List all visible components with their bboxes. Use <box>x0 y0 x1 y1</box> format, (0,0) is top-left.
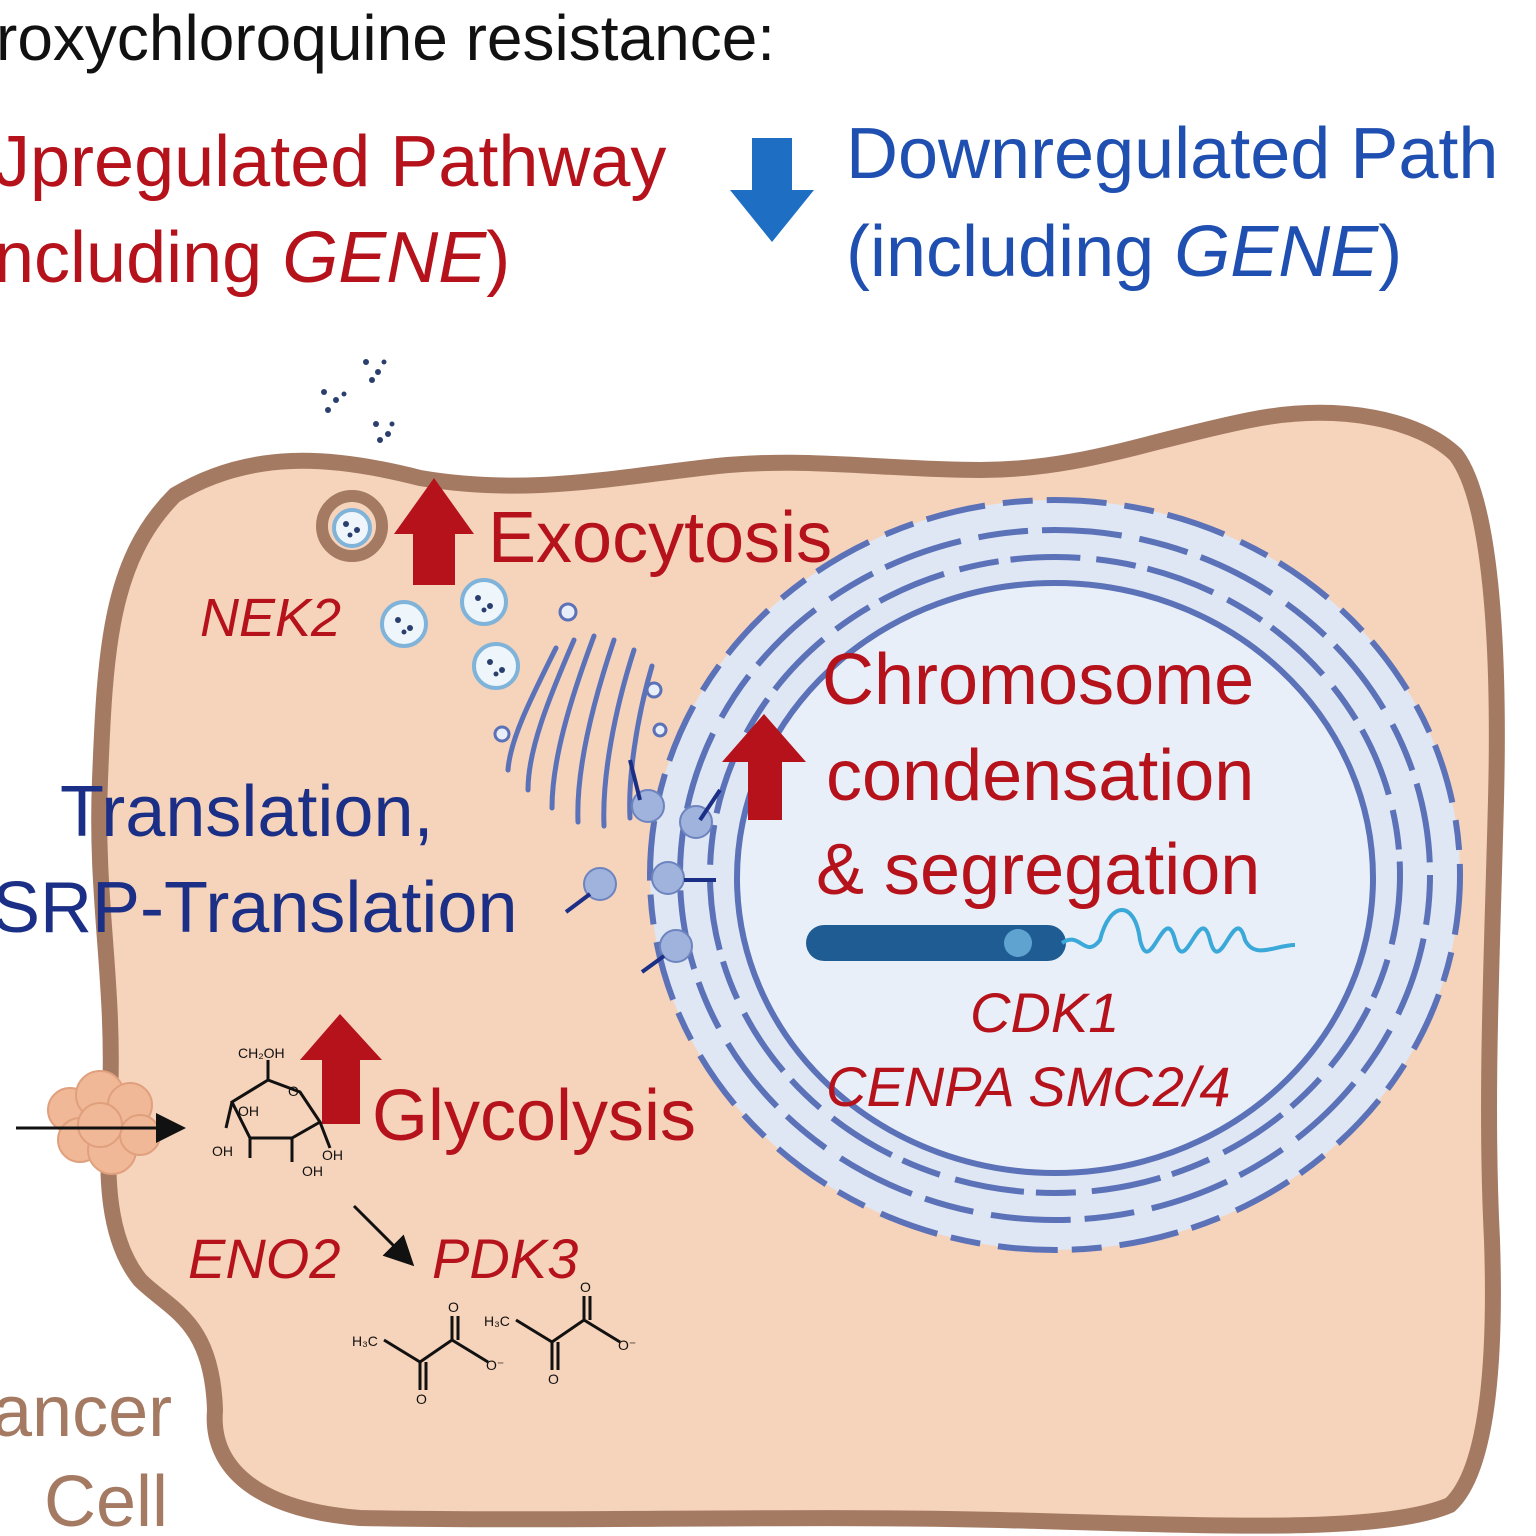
pyruvate-structures <box>383 1296 621 1390</box>
oh-label-3: OH <box>302 1163 323 1179</box>
ribosomes <box>583 789 713 963</box>
mrna-strands <box>564 759 722 974</box>
released-particles <box>321 359 395 443</box>
cancer-cell-label-line2: Cell <box>44 1462 168 1536</box>
exocytosis-up-arrow-icon <box>394 478 474 585</box>
legend-downregulated-line1: Downregulated Path <box>846 114 1498 194</box>
ch2oh-label: CH₂OH <box>238 1045 285 1061</box>
glycolysis-label: Glycolysis <box>372 1076 696 1156</box>
ring-o-label: O <box>288 1083 299 1099</box>
down-arrow-icon <box>730 138 814 242</box>
secretory-vesicles <box>380 578 520 690</box>
oh-label-2: OH <box>212 1143 233 1159</box>
nek2-gene-label: NEK2 <box>200 588 341 648</box>
chromosome-label-line1: Chromosome <box>822 640 1254 720</box>
eno2-gene-label: ENO2 <box>188 1227 341 1290</box>
o-label-2a: O <box>580 1279 591 1295</box>
chromosome-label-line3: & segregation <box>816 830 1260 910</box>
legend-upregulated-line1: Jpregulated Pathway <box>0 122 666 202</box>
h3c-label-2: H₃C <box>484 1313 510 1329</box>
o-label-1a: O <box>448 1299 459 1315</box>
translation-label-line2: SRP-Translation <box>0 868 518 948</box>
chromosome-up-arrow-icon <box>722 714 806 820</box>
nucleus <box>734 580 1376 1176</box>
glucose-atom-labels: CH₂OH O OH OH OH OH <box>212 1045 343 1179</box>
o-minus-label-2: O⁻ <box>618 1337 636 1353</box>
chromosome-icon <box>806 908 1296 961</box>
glucose-transporter <box>47 1070 161 1175</box>
translation-label-line1: Translation, <box>60 772 434 852</box>
pdk3-gene-label: PDK3 <box>432 1227 578 1290</box>
oh-label-4: OH <box>322 1147 343 1163</box>
vesicle-icon <box>332 508 372 548</box>
legend-downregulated-line2: (including GENE) <box>846 212 1402 292</box>
cdk1-gene-label: CDK1 <box>970 981 1119 1044</box>
exocytosis-label: Exocytosis <box>488 498 832 578</box>
cenpa-smc-gene-label: CENPA SMC2/4 <box>826 1055 1231 1118</box>
oh-label-1: OH <box>238 1103 259 1119</box>
cancer-cell-label-line1: ancer <box>0 1372 172 1452</box>
pyruvate-atom-labels: H₃C O O O⁻ H₃C O O O⁻ <box>352 1279 636 1407</box>
legend-upregulated-line2: ncluding GENE) <box>0 218 510 298</box>
page-title: roxychloroquine resistance: <box>0 2 775 74</box>
nucleus-with-endoplasmic-reticulum <box>647 497 1463 1253</box>
glucose-structure <box>224 1060 332 1162</box>
vesicle-cargo <box>343 521 360 538</box>
h3c-label-1: H₃C <box>352 1333 378 1349</box>
glycolysis-up-arrow-icon <box>300 1014 382 1124</box>
golgi-apparatus <box>493 602 668 829</box>
chromosome-label-line2: condensation <box>826 736 1254 816</box>
o-label-2b: O <box>548 1371 559 1387</box>
o-label-1b: O <box>416 1391 427 1407</box>
eno2-to-pdk3-arrow <box>352 1204 415 1267</box>
o-minus-label-1: O⁻ <box>486 1357 504 1373</box>
